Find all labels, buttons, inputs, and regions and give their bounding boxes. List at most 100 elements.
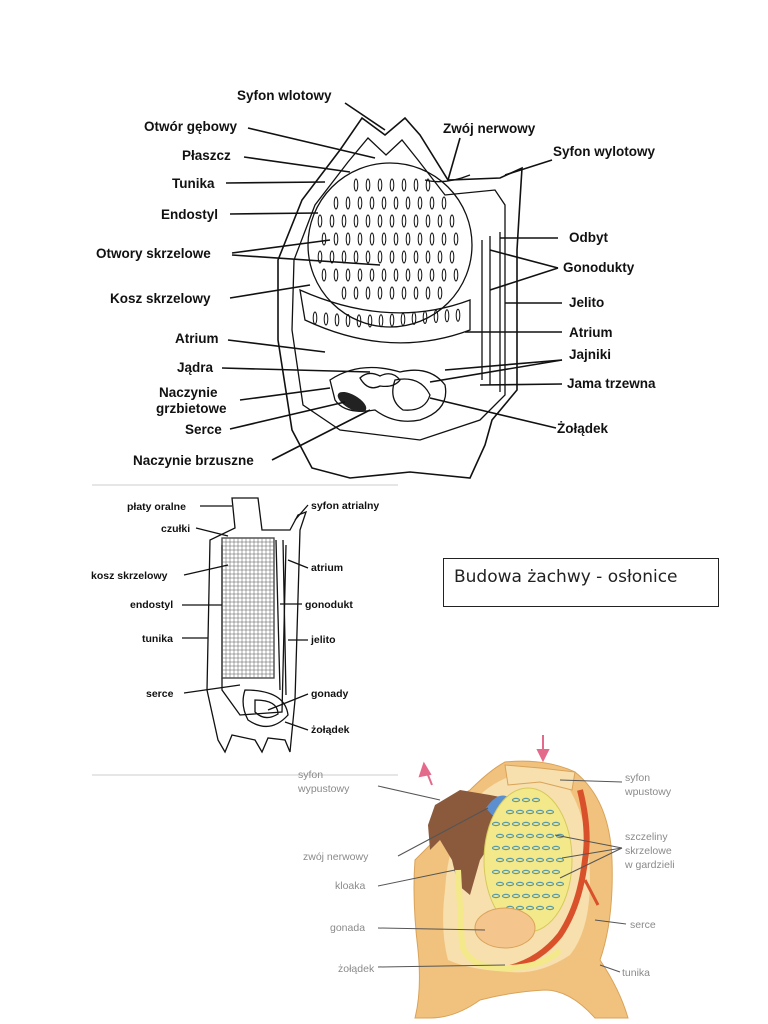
pharyngeal-slit: [511, 869, 521, 875]
label-syfon-3a: syfon: [298, 769, 323, 781]
pharyngeal-slit: [511, 821, 521, 827]
intestine-2: [275, 539, 287, 696]
gill-slit: [405, 268, 411, 282]
label-skrzelowe: skrzelowe: [625, 845, 672, 857]
label-serce-3: serce: [630, 919, 656, 931]
pharyngeal-slit: [515, 881, 525, 887]
gill-slit: [333, 268, 339, 282]
gill-slit: [317, 250, 323, 264]
pharyngeal-slit: [535, 857, 545, 863]
gill-slit: [417, 196, 423, 210]
pharyngeal-slit: [515, 905, 525, 911]
label-zwoj-nerwowy: Zwój nerwowy: [443, 121, 536, 136]
pharyngeal-slit: [505, 833, 515, 839]
gut-3: [455, 869, 563, 972]
label-czulki: czułki: [161, 523, 190, 535]
gill-slit: [429, 268, 435, 282]
label-gonodukty: Gonodukty: [563, 260, 635, 275]
pharyngeal-slit: [521, 845, 531, 851]
gill-slit: [377, 286, 383, 300]
label-tunika-3: tunika: [622, 967, 650, 979]
heart-3: [509, 789, 590, 971]
pharyngeal-slit: [521, 797, 531, 803]
pharyngeal-slit: [551, 869, 561, 875]
label-serce: Serce: [185, 422, 222, 437]
gill-slit: [377, 214, 383, 228]
pharyngeal-slit: [511, 893, 521, 899]
gill-slit: [455, 308, 461, 322]
label-grzbietowe: grzbietowe: [156, 401, 227, 416]
pharyngeal-slit: [535, 905, 545, 911]
pharyngeal-slit: [515, 809, 525, 815]
stomach-1: [392, 378, 431, 411]
label-syfon-wlotowy: Syfon wlotowy: [237, 88, 332, 103]
leader-lines-2: [182, 504, 309, 731]
pharyngeal-slit: [495, 881, 505, 887]
gill-slit: [365, 214, 371, 228]
gill-slit: [321, 232, 327, 246]
pharyngeal-slit: [491, 893, 501, 899]
heart-branch-3: [583, 879, 600, 906]
pharyngeal-slit: [491, 821, 501, 827]
gill-slit: [389, 178, 395, 192]
pharyngeal-slit: [551, 845, 561, 851]
gill-slit: [381, 196, 387, 210]
pharyngeal-slit: [531, 845, 541, 851]
gill-slit: [453, 232, 459, 246]
gill-slit: [334, 313, 340, 327]
pharyngeal-slit: [545, 881, 555, 887]
gill-slit: [401, 286, 407, 300]
gill-slit: [393, 268, 399, 282]
gill-slit: [449, 214, 455, 228]
gill-slit: [345, 268, 351, 282]
tunic-outline-2: [206, 497, 308, 754]
pharyngeal-slit: [555, 881, 565, 887]
gill-slit: [444, 309, 450, 323]
mantle-outline-1: [291, 137, 506, 441]
title-box: Budowa żachwy - osłonice: [443, 558, 719, 607]
pharyngeal-slit: [545, 833, 555, 839]
pharyngeal-slit: [501, 845, 511, 851]
pharyngeal-slit: [535, 809, 545, 815]
pharyngeal-slit: [521, 893, 531, 899]
gill-slit: [441, 232, 447, 246]
label-odbyt: Odbyt: [569, 230, 609, 245]
label-naczynie: Naczynie: [159, 385, 218, 400]
pharyngeal-slit: [545, 857, 555, 863]
gill-slit: [381, 268, 387, 282]
gill-slit: [393, 196, 399, 210]
label-plaszcz: Płaszcz: [182, 148, 231, 163]
gonads-1: [359, 372, 401, 389]
water-flow-arrows: [418, 735, 550, 786]
label-gonodukt: gonodukt: [305, 599, 353, 611]
label-otwory-skrzelowe: Otwory skrzelowe: [96, 246, 211, 261]
gill-slit: [425, 214, 431, 228]
pharyngeal-slit: [521, 821, 531, 827]
pharyngeal-slit: [541, 893, 551, 899]
label-tunika-2: tunika: [142, 633, 173, 645]
pharyngeal-slit: [545, 905, 555, 911]
pharyngeal-slit: [491, 845, 501, 851]
label-zwoj-nerwowy-3: zwój nerwowy: [303, 851, 369, 863]
gill-slit: [323, 312, 329, 326]
gill-slit: [401, 214, 407, 228]
gill-slit: [422, 310, 428, 324]
label-w-gardzieli: w gardzieli: [624, 859, 675, 871]
label-syfon-wylotowy: Syfon wylotowy: [553, 144, 656, 159]
gill-slit: [411, 311, 417, 325]
ganglion-1: [424, 174, 471, 183]
gill-slit: [356, 314, 362, 328]
gill-slit: [353, 286, 359, 300]
branchial-slits-1: [317, 178, 459, 300]
pharyngeal-slit: [495, 857, 505, 863]
pharyngeal-slit: [531, 869, 541, 875]
label-szczeliny: szczeliny: [625, 831, 668, 843]
gill-slit: [401, 178, 407, 192]
gill-slit: [389, 250, 395, 264]
gill-slit: [400, 312, 406, 326]
branchial-basket-1: [307, 162, 473, 328]
label-kloaka: kloaka: [335, 880, 366, 892]
viscera-1: [329, 366, 447, 422]
gill-slit: [329, 250, 335, 264]
